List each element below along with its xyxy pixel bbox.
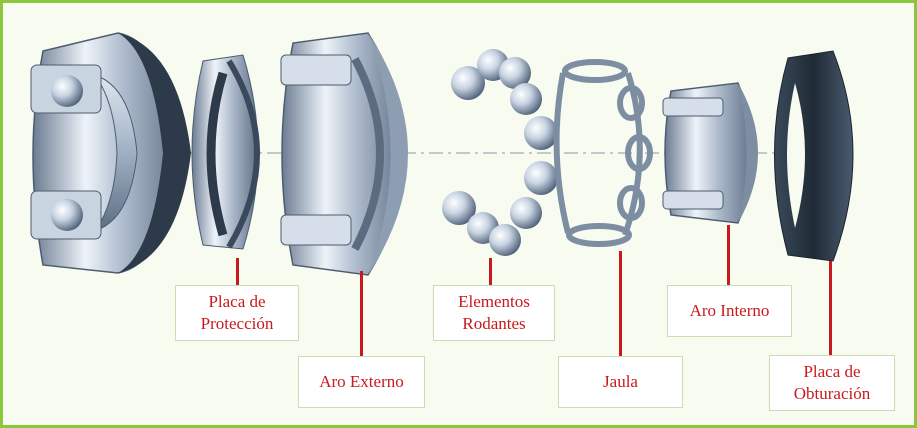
leader-line-proteccion — [236, 258, 239, 285]
label-elementos-rodantes: Elementos Rodantes — [433, 285, 555, 341]
label-jaula: Jaula — [558, 356, 683, 408]
seal-plate — [774, 50, 854, 262]
label-line: Placa de — [803, 362, 861, 381]
leader-line-obturacion — [829, 261, 832, 355]
label-placa-proteccion: Placa de Protección — [175, 285, 299, 341]
exploded-bearing-illustration — [30, 32, 854, 276]
label-line: Aro Interno — [689, 301, 770, 320]
label-aro-externo: Aro Externo — [298, 356, 425, 408]
label-line: Jaula — [603, 372, 638, 391]
inner-ring — [662, 82, 758, 224]
leader-line-jaula — [619, 251, 622, 356]
label-aro-interno: Aro Interno — [667, 285, 792, 337]
label-line: Obturación — [793, 384, 871, 403]
leader-line-aro-interno — [727, 225, 730, 285]
leader-line-elementos — [489, 258, 492, 285]
label-line: Rodantes — [462, 314, 526, 333]
label-placa-obturacion: Placa de Obturación — [769, 355, 895, 411]
label-line: Protección — [200, 314, 274, 333]
assembled-bearing — [30, 32, 191, 274]
protection-shield — [191, 54, 260, 250]
label-line: Elementos — [458, 292, 530, 311]
rolling-elements — [442, 49, 558, 256]
label-line: Placa de — [208, 292, 266, 311]
outer-ring — [280, 32, 408, 276]
leader-line-aro-externo — [360, 271, 363, 356]
cage — [553, 59, 653, 247]
label-line: Aro Externo — [319, 372, 404, 391]
